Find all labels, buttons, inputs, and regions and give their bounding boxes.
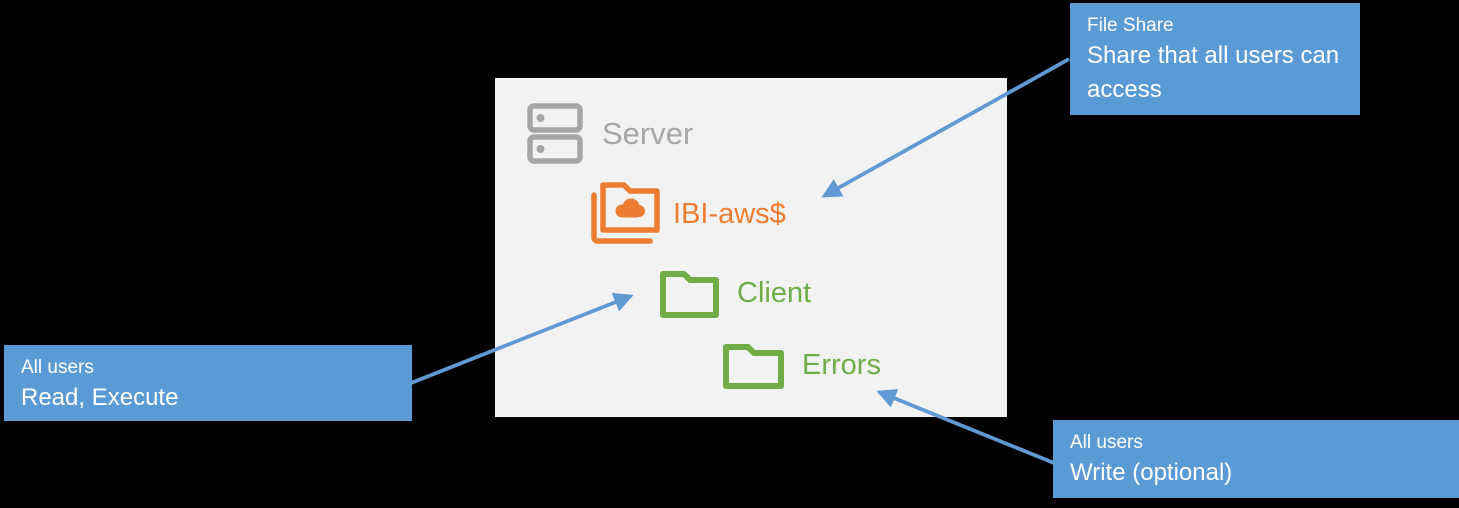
server-icon — [527, 103, 583, 164]
folder-row-errors: Errors — [722, 340, 881, 390]
callout-write-optional: All users Write (optional) — [1053, 420, 1459, 498]
callout-body: Share that all users can access — [1087, 42, 1340, 103]
callout-file-share: File Share Share that all users can acce… — [1070, 3, 1360, 115]
server-row: Server — [527, 103, 693, 164]
callout-read-execute: All users Read, Execute — [4, 345, 412, 421]
server-panel: Server IBI-aws$ Client — [495, 78, 1007, 417]
folder-row-client: Client — [659, 267, 811, 319]
callout-body: Write (optional) — [1070, 459, 1233, 486]
server-label: Server — [602, 115, 694, 151]
folder-icon-errors — [723, 344, 784, 389]
cloud-glyph — [615, 198, 645, 218]
folder-icon-client — [660, 271, 719, 318]
callout-title: All users — [1070, 432, 1143, 453]
callout-title: All users — [21, 357, 94, 378]
callout-body: Read, Execute — [21, 384, 179, 411]
folder-label-errors: Errors — [802, 348, 881, 381]
folder-row-ibi-aws: IBI-aws$ — [588, 180, 786, 248]
folder-label-client: Client — [737, 276, 812, 309]
shared-cloud-folder-icon — [591, 182, 660, 244]
callout-title: File Share — [1087, 15, 1174, 36]
folder-label-ibi-aws: IBI-aws$ — [673, 197, 786, 230]
